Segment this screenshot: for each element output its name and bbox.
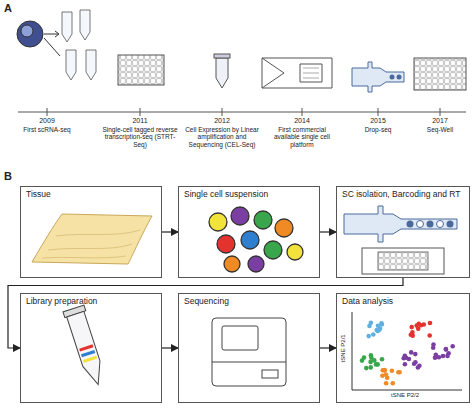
scatter-dot — [377, 328, 382, 333]
scatter-dot — [380, 322, 385, 327]
scatter-dot — [384, 381, 389, 386]
panel-letter: A — [4, 2, 18, 14]
scatter-dot — [409, 325, 414, 330]
milestone: First scRNA-seq — [12, 126, 82, 133]
scatter-dot — [401, 356, 406, 361]
scatter-dot — [382, 368, 387, 373]
scatter-dot — [390, 369, 395, 374]
scatter-dot — [412, 362, 417, 367]
scatter-dot — [445, 354, 450, 359]
droplet-channel-icon — [352, 62, 404, 92]
step-box: Data analysis — [336, 293, 470, 403]
year: 2011 — [115, 117, 165, 125]
scatter-dot — [427, 333, 432, 338]
year: 2014 — [277, 117, 327, 125]
milestone: Cell Expression by Linear amplification … — [184, 126, 260, 148]
year: 2012 — [197, 117, 247, 125]
step-box: SC isolation, Barcoding and RT — [336, 186, 470, 278]
scatter-dot — [419, 323, 424, 328]
scatter-dot — [366, 334, 371, 339]
scatter-dot — [414, 323, 419, 328]
scatter-dot — [444, 347, 449, 352]
step-heading: Single cell suspension — [179, 187, 319, 203]
scatter-dot — [371, 332, 376, 337]
milestone: Single-cell tagged reverse transcription… — [101, 126, 179, 148]
tissue-illustration — [32, 214, 152, 264]
tsne-axes — [352, 312, 462, 390]
step-box: Library preparation — [20, 293, 162, 403]
step-heading: SC isolation, Barcoding and RT — [337, 187, 469, 203]
scatter-dot — [428, 321, 433, 326]
sequencer — [212, 318, 286, 386]
year: 2015 — [353, 117, 403, 125]
year: 2009 — [22, 117, 72, 125]
droplet-device — [344, 206, 457, 242]
scatter-dot — [360, 358, 365, 363]
milestone: Drop-seq — [353, 126, 403, 133]
scatter-dot — [444, 347, 449, 352]
scatter-dot — [413, 352, 418, 357]
panel-letter: B — [4, 170, 18, 182]
flow-arrow — [320, 231, 336, 232]
scatter-dot — [380, 357, 385, 362]
chip-icon — [262, 58, 332, 88]
milestone: Seq-Well — [415, 126, 465, 133]
scatter-dot — [396, 370, 401, 375]
scatter-dot — [374, 362, 379, 367]
scatter-dot — [441, 354, 446, 359]
flow-arrow — [162, 231, 178, 232]
scatter-dot — [409, 333, 414, 338]
well-array — [362, 248, 444, 274]
scatter-dot — [369, 321, 374, 326]
scatter-dot — [417, 364, 422, 369]
step-heading: Tissue — [21, 187, 161, 203]
flow-arrow — [320, 347, 336, 348]
scatter-dot — [369, 353, 374, 358]
step-heading: Sequencing — [179, 294, 319, 310]
step-box: Sequencing — [178, 293, 320, 403]
step-box: Single cell suspension — [178, 186, 320, 278]
scatter-dot — [409, 350, 414, 355]
timeline — [18, 108, 466, 116]
scatter-dot — [364, 366, 369, 371]
scatter-dot — [384, 372, 389, 377]
scatter-dot — [403, 362, 408, 367]
axis-label: tSNE P2/1 — [340, 323, 347, 373]
flow-arrow — [162, 347, 178, 348]
cell-to-tubes-icon — [17, 10, 96, 80]
step-box: Tissue — [20, 186, 162, 278]
axis-label: tSNE P2/2 — [380, 392, 430, 399]
scatter-dot — [391, 381, 396, 386]
tube-icon — [214, 54, 230, 88]
scatter-dot — [434, 352, 439, 357]
seq-well-icon — [414, 58, 466, 90]
year: 2017 — [415, 117, 465, 125]
tsne-dots — [360, 321, 455, 386]
microplate-icon — [118, 55, 164, 85]
cell-suspension — [209, 207, 303, 272]
scatter-dot — [368, 365, 373, 370]
step-heading: Data analysis — [337, 294, 469, 310]
step-heading: Library preparation — [21, 294, 161, 310]
milestone: First commercial available single cell p… — [266, 126, 338, 148]
library-tube — [63, 305, 109, 388]
scatter-dot — [431, 342, 436, 347]
scatter-dot — [450, 344, 455, 349]
scatter-dot — [368, 360, 373, 365]
